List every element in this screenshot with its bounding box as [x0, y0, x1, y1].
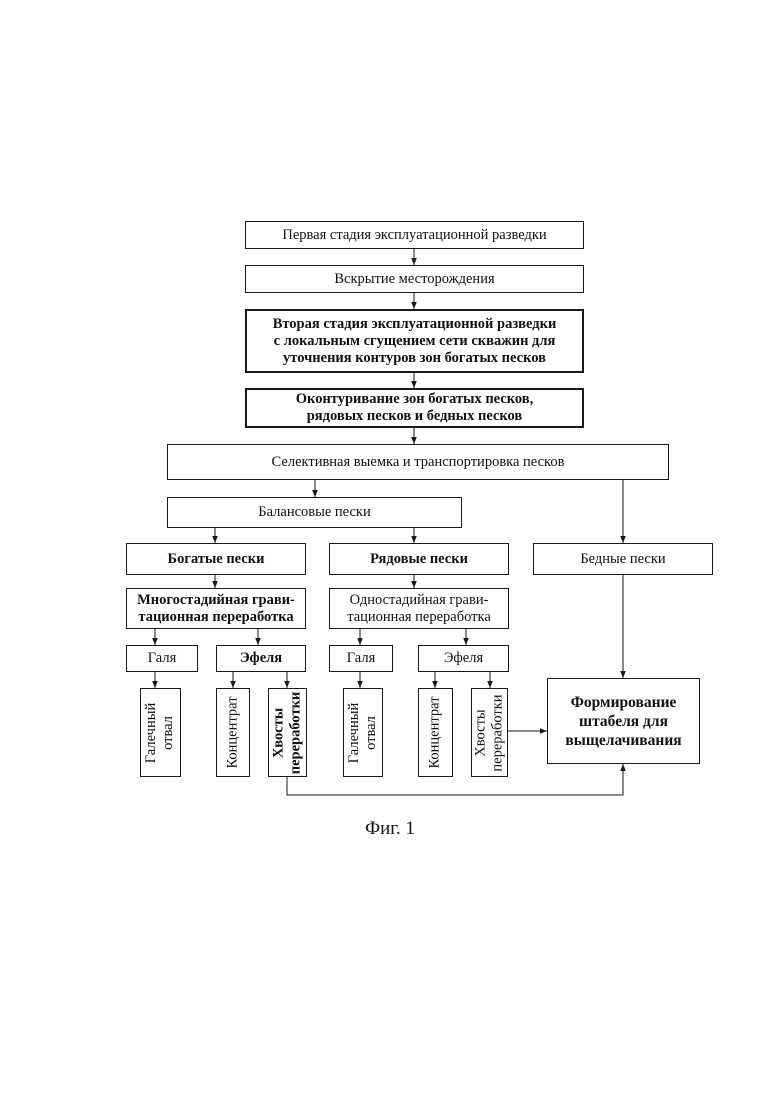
label-deposit-opening: Вскрытие месторождения	[334, 271, 494, 288]
figure-caption: Фиг. 1	[0, 818, 780, 840]
label-multistage-line2: тационная переработка	[138, 609, 293, 626]
box-pebble-dump-ordinary: Галечный отвал	[343, 688, 383, 777]
label-pebble-dump-ordinary-line1: Галечный	[346, 702, 362, 762]
label-poor-sands: Бедные пески	[580, 551, 665, 568]
label-pebble-dump-ordinary-line2: отвал	[363, 716, 379, 750]
label-tails-ordinary: Хвосты переработки	[473, 694, 507, 771]
label-contouring-line2: рядовых песков и бедных песков	[307, 408, 523, 425]
label-second-stage-line1: Вторая стадия эксплуатационной разведки	[273, 316, 557, 333]
box-selective-mining: Селективная выемка и транспортировка пес…	[167, 444, 669, 480]
box-tails-ordinary: Хвосты переработки	[471, 688, 508, 777]
label-tails-ordinary-line1: Хвосты	[473, 709, 489, 756]
box-galya-ordinary: Галя	[329, 645, 393, 672]
box-galya-rich: Галя	[126, 645, 198, 672]
label-heap-line3: выщелачивания	[565, 731, 681, 750]
label-concentrate-ordinary: Концентрат	[427, 696, 444, 768]
label-heap-line1: Формирование	[571, 693, 677, 712]
box-tails-rich: Хвосты переработки	[268, 688, 307, 777]
label-second-stage-line2: с локальным сгущением сети скважин для	[274, 333, 556, 350]
label-singlestage-line1: Одностадийная грави-	[350, 592, 489, 609]
box-balance-sands: Балансовые пески	[167, 497, 462, 528]
label-ordinary-sands: Рядовые пески	[370, 551, 468, 568]
label-efelya-rich: Эфеля	[240, 650, 282, 667]
label-pebble-dump-rich-line1: Галечный	[144, 702, 160, 762]
box-efelya-ordinary: Эфеля	[418, 645, 509, 672]
label-rich-sands: Богатые пески	[168, 551, 265, 568]
box-concentrate-ordinary: Концентрат	[418, 688, 453, 777]
label-concentrate-rich: Концентрат	[225, 696, 242, 768]
label-pebble-dump-ordinary: Галечный отвал	[346, 702, 380, 762]
box-second-stage-exploration: Вторая стадия эксплуатационной разведки …	[245, 309, 584, 373]
box-contouring: Оконтуривание зон богатых песков, рядовы…	[245, 388, 584, 428]
label-singlestage-line2: тационная переработка	[347, 609, 491, 626]
label-multistage-line1: Многостадийная грави-	[137, 592, 295, 609]
box-concentrate-rich: Концентрат	[216, 688, 250, 777]
label-tails-ordinary-line2: переработки	[490, 694, 506, 771]
box-singlestage-processing: Одностадийная грави- тационная переработ…	[329, 588, 509, 629]
box-rich-sands: Богатые пески	[126, 543, 306, 575]
box-deposit-opening: Вскрытие месторождения	[245, 265, 584, 293]
box-heap-leaching: Формирование штабеля для выщелачивания	[547, 678, 700, 764]
box-pebble-dump-rich: Галечный отвал	[140, 688, 181, 777]
label-balance-sands: Балансовые пески	[258, 504, 370, 521]
box-poor-sands: Бедные пески	[533, 543, 713, 575]
label-tails-rich-line1: Хвосты	[271, 707, 287, 757]
label-pebble-dump-rich-line2: отвал	[161, 716, 177, 750]
box-first-stage-exploration: Первая стадия эксплуатационной разведки	[245, 221, 584, 249]
box-efelya-rich: Эфеля	[216, 645, 306, 672]
label-heap-line2: штабеля для	[579, 712, 668, 731]
label-galya-ordinary: Галя	[347, 650, 376, 667]
label-efelya-ordinary: Эфеля	[444, 650, 483, 667]
box-multistage-processing: Многостадийная грави- тационная перерабо…	[126, 588, 306, 629]
label-tails-rich-line2: переработки	[288, 691, 304, 774]
arrow-tails1-to-heap	[287, 764, 623, 795]
label-galya-rich: Галя	[148, 650, 177, 667]
label-contouring-line1: Оконтуривание зон богатых песков,	[296, 391, 533, 408]
label-first-stage: Первая стадия эксплуатационной разведки	[282, 227, 546, 244]
label-pebble-dump-rich: Галечный отвал	[144, 702, 178, 762]
label-second-stage-line3: уточнения контуров зон богатых песков	[283, 350, 546, 367]
box-ordinary-sands: Рядовые пески	[329, 543, 509, 575]
label-selective-mining: Селективная выемка и транспортировка пес…	[272, 454, 565, 471]
label-tails-rich: Хвосты переработки	[271, 691, 305, 774]
